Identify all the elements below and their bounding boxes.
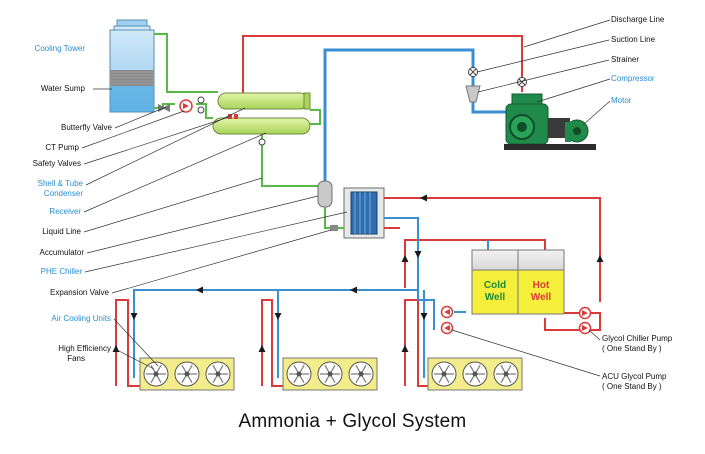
label-air-cooling-units: Air Cooling Units bbox=[51, 314, 111, 323]
compressor bbox=[505, 93, 570, 145]
flow-arrows bbox=[112, 194, 604, 352]
discharge-valve bbox=[517, 77, 527, 87]
butterfly-valve bbox=[158, 104, 170, 112]
cold-well bbox=[471, 249, 519, 315]
cooling-tower bbox=[109, 19, 155, 113]
fan-icon bbox=[431, 361, 457, 387]
expansion-valve bbox=[330, 225, 338, 231]
hot-well-label: Hot Well bbox=[518, 280, 564, 304]
fan-icon bbox=[317, 361, 343, 387]
label-expansion-valve: Expansion Valve bbox=[50, 288, 109, 297]
ct-pump bbox=[179, 99, 193, 113]
fan-icon bbox=[143, 361, 169, 387]
fan-icon bbox=[493, 361, 519, 387]
label-suction-line: Suction Line bbox=[611, 35, 656, 44]
phe-chiller bbox=[343, 187, 385, 239]
label-glycol-chiller-pump-1: Glycol Chiller Pump bbox=[602, 334, 673, 343]
motor bbox=[565, 119, 589, 143]
fan-icon bbox=[174, 361, 200, 387]
label-acu-glycol-pump-2: ( One Stand By ) bbox=[602, 382, 662, 391]
label-motor: Motor bbox=[611, 96, 632, 105]
label-butterfly-valve: Butterfly Valve bbox=[61, 123, 112, 132]
receiver-tank bbox=[212, 117, 311, 135]
label-phe-chiller: PHE Chiller bbox=[40, 267, 82, 276]
label-safety-valves: Safety Valves bbox=[32, 159, 81, 168]
label-receiver: Receiver bbox=[49, 207, 81, 216]
compressor-base bbox=[504, 144, 596, 150]
label-high-efficiency-2: Fans bbox=[67, 354, 85, 363]
glycol-chiller-pump bbox=[578, 306, 592, 335]
cold-well-label-line1: Cold bbox=[483, 280, 507, 291]
label-water-sump: Water Sump bbox=[40, 84, 85, 93]
cold-well-label-line2: Well bbox=[484, 292, 506, 303]
shell-tube-condenser bbox=[217, 92, 311, 110]
accumulator bbox=[317, 180, 333, 208]
label-high-efficiency-1: High Efficiency bbox=[58, 344, 111, 353]
fan-icon bbox=[348, 361, 374, 387]
discharge-line bbox=[242, 35, 523, 93]
label-liquid-line: Liquid Line bbox=[42, 227, 81, 236]
label-ct-pump: CT Pump bbox=[45, 143, 79, 152]
label-shell-tube-1: Shell & Tube bbox=[37, 179, 83, 188]
label-compressor: Compressor bbox=[611, 74, 655, 83]
cooling-water-lines bbox=[154, 33, 325, 187]
safety-valves bbox=[228, 114, 238, 119]
diagram-title: Ammonia + Glycol System bbox=[238, 411, 467, 432]
label-discharge-line: Discharge Line bbox=[611, 15, 665, 24]
label-shell-tube-2: Condenser bbox=[43, 189, 83, 198]
fan-icon bbox=[205, 361, 231, 387]
label-glycol-chiller-pump-2: ( One Stand By ) bbox=[602, 344, 662, 353]
hot-well-label-line1: Hot bbox=[532, 280, 550, 291]
label-accumulator: Accumulator bbox=[39, 248, 84, 257]
suction-valve bbox=[468, 67, 478, 77]
label-strainer: Strainer bbox=[611, 55, 640, 64]
leader-lines bbox=[81, 19, 611, 377]
phe-liquid-inlet bbox=[324, 207, 344, 229]
label-cooling-tower: Cooling Tower bbox=[34, 44, 85, 53]
strainer bbox=[465, 85, 481, 103]
acu-glycol-pump bbox=[440, 305, 454, 335]
hot-well-label-line2: Well bbox=[530, 292, 552, 303]
fan-icon bbox=[286, 361, 312, 387]
glycol-hot-lines bbox=[115, 197, 601, 387]
cold-well-label: Cold Well bbox=[472, 280, 518, 304]
condenser-valves bbox=[197, 96, 266, 146]
fan-icon bbox=[462, 361, 488, 387]
high-efficiency-fans bbox=[143, 361, 519, 387]
label-acu-glycol-pump-1: ACU Glycol Pump bbox=[602, 372, 667, 381]
suction-line bbox=[323, 48, 512, 184]
hot-well bbox=[517, 249, 565, 315]
glycol-cold-lines bbox=[133, 217, 489, 378]
